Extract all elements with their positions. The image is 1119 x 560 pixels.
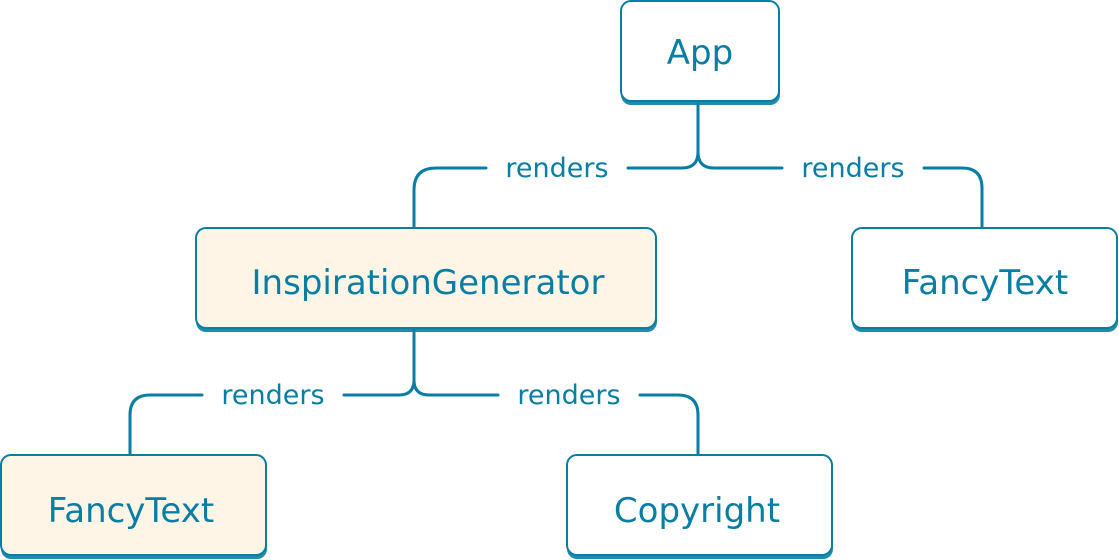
node-fancytext-left-label: FancyText <box>48 491 214 531</box>
node-copyright-label: Copyright <box>614 491 780 531</box>
node-app[interactable]: App <box>620 0 780 105</box>
node-inspiration-generator[interactable]: InspirationGenerator <box>195 227 657 332</box>
edge-label-app-to-inspiration: renders <box>505 153 608 184</box>
node-copyright[interactable]: Copyright <box>566 454 833 559</box>
edge-inspiration-to-copyright <box>638 393 700 457</box>
edge-label-app-to-fancytext: renders <box>801 153 904 184</box>
edge-app-trunk <box>626 102 700 170</box>
node-fancytext-right[interactable]: FancyText <box>851 227 1118 332</box>
edge-label-inspiration-to-copyright: renders <box>517 380 620 411</box>
edge-app-to-fancytext <box>922 166 984 230</box>
node-app-label: App <box>667 33 733 73</box>
node-inspiration-generator-label: InspirationGenerator <box>252 263 605 303</box>
edge-app-trunk-right <box>696 150 784 170</box>
edge-label-inspiration-to-fancytext: renders <box>221 380 324 411</box>
node-fancytext-left[interactable]: FancyText <box>0 454 267 559</box>
edge-labels: renders renders renders renders <box>221 153 904 411</box>
node-fancytext-right-label: FancyText <box>902 263 1068 303</box>
edges <box>128 102 984 457</box>
edge-inspiration-to-fancytext <box>128 393 204 457</box>
edge-app-to-inspiration <box>412 166 488 230</box>
edge-inspiration-trunk <box>342 328 416 397</box>
edge-inspiration-trunk-right <box>412 378 500 397</box>
